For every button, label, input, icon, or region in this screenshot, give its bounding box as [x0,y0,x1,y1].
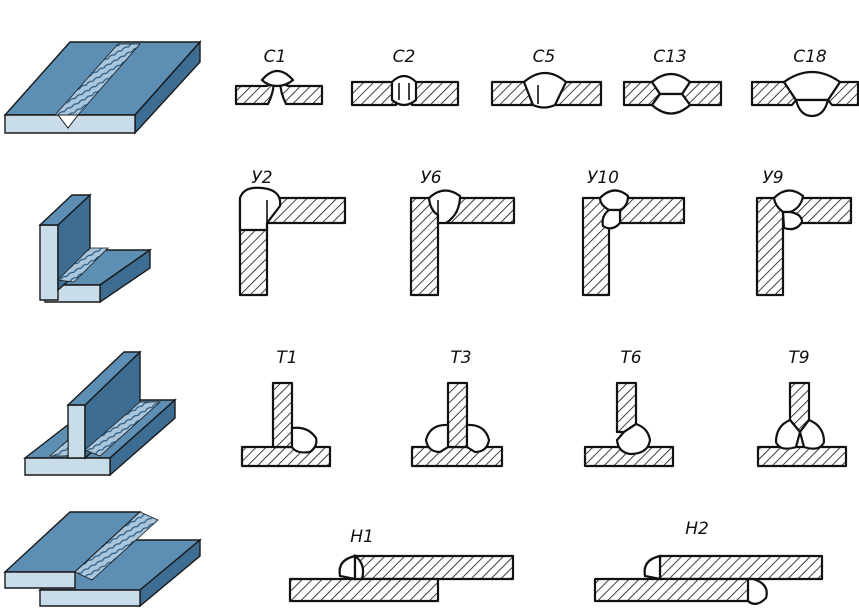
label-c13: С13 [653,47,687,67]
corner-joint-plates-illustration [38,193,153,304]
label-c2: С2 [393,47,416,67]
weld-section-u10 [581,189,686,297]
butt-joint-plates-illustration [3,40,202,135]
label-c5: С5 [533,47,556,67]
weld-section-c2 [350,74,460,107]
label-t9: Т9 [788,348,809,368]
weld-section-h2 [593,554,824,605]
weld-section-u6 [409,189,516,297]
weld-section-u2 [238,186,347,297]
label-c1: С1 [264,47,287,67]
label-u10: У10 [587,168,619,188]
lap-joint-plates-illustration [3,511,202,608]
weld-section-t6 [583,381,675,468]
weld-section-u9 [755,189,853,297]
weld-section-h1 [288,553,515,603]
label-t1: Т1 [276,348,297,368]
weld-section-c18 [750,71,859,118]
label-u6: У6 [420,168,441,188]
weld-section-c1 [234,69,324,106]
weld-section-c13 [622,72,723,115]
weld-section-t3 [410,381,504,468]
label-c18: С18 [793,47,827,67]
label-t3: Т3 [450,348,471,368]
label-u2: У2 [251,168,272,188]
label-u9: У9 [762,168,783,188]
label-h1: Н1 [350,527,374,547]
label-t6: Т6 [620,348,641,368]
weld-section-t1 [240,381,332,468]
weld-section-t9 [756,381,848,468]
tee-joint-plates-illustration [22,350,177,477]
weld-section-c5 [490,71,603,109]
label-h2: Н2 [685,519,709,539]
